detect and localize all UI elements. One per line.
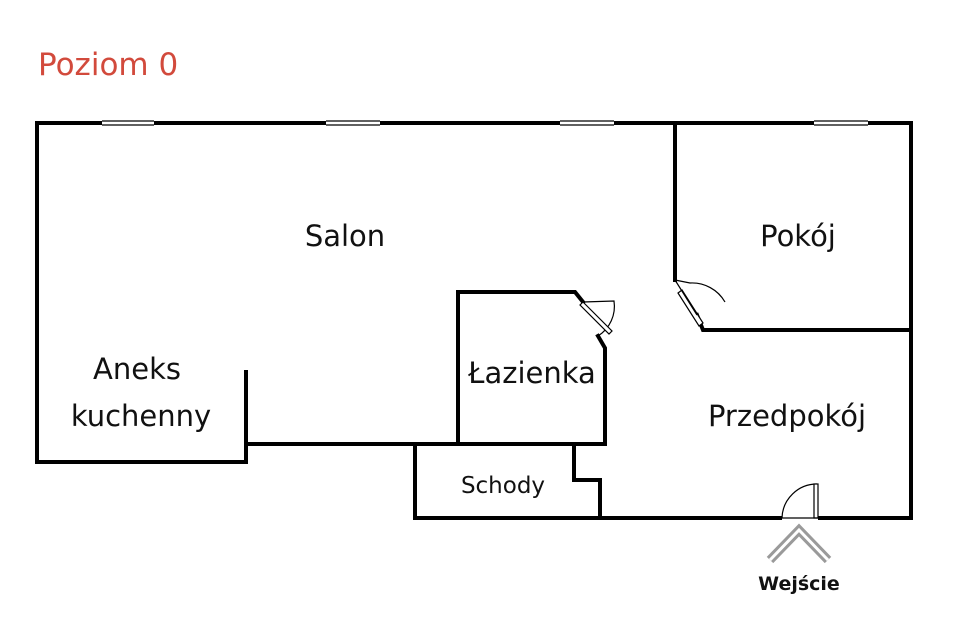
room-label-lazienka: Łazienka [467,356,596,390]
outer-walls [35,121,913,520]
room-label-aneks-line1: Aneks [93,352,181,386]
windows [102,120,868,126]
bathroom-door [579,300,615,337]
entrance-label: Wejście [758,573,840,595]
room-door [674,279,726,327]
room-label-pokoj: Pokój [760,219,836,253]
interior-walls [244,121,913,520]
level-title: Poziom 0 [38,47,178,83]
doors [579,279,819,522]
room-label-salon: Salon [305,219,385,253]
entrance-door [781,483,819,522]
room-label-przedpokoj: Przedpokój [708,399,866,433]
room-label-schody: Schody [461,473,545,499]
room-label-aneks-line2: kuchenny [71,399,211,433]
entrance-arrow-icon [766,523,832,564]
